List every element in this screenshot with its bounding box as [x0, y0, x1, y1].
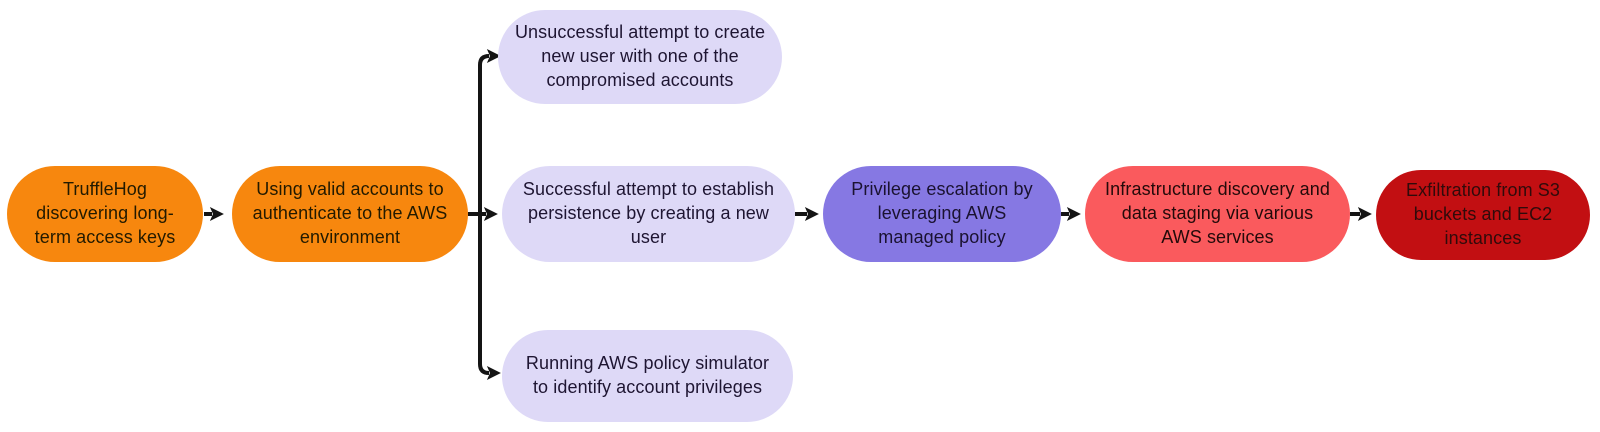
node-exfiltration-s3-ec2: Exfiltration from S3 buckets and EC2 ins…	[1376, 170, 1590, 260]
node-valid-accounts-authenticate: Using valid accounts to authenticate to …	[232, 166, 468, 262]
node-aws-policy-simulator: Running AWS policy simulator to identify…	[502, 330, 793, 422]
node-trufflehog-access-keys: TruffleHog discovering long-term access …	[7, 166, 203, 262]
arrow-branch-up-to-unsuccessful	[478, 49, 501, 214]
node-unsuccessful-create-user: Unsuccessful attempt to create new user …	[498, 10, 782, 104]
node-privilege-escalation: Privilege escalation by leveraging AWS m…	[823, 166, 1061, 262]
node-infrastructure-discovery: Infrastructure discovery and data stagin…	[1085, 166, 1350, 262]
arrow-branch-down-to-policy-sim	[478, 214, 501, 380]
node-persistence-new-user: Successful attempt to establish persiste…	[502, 166, 795, 262]
